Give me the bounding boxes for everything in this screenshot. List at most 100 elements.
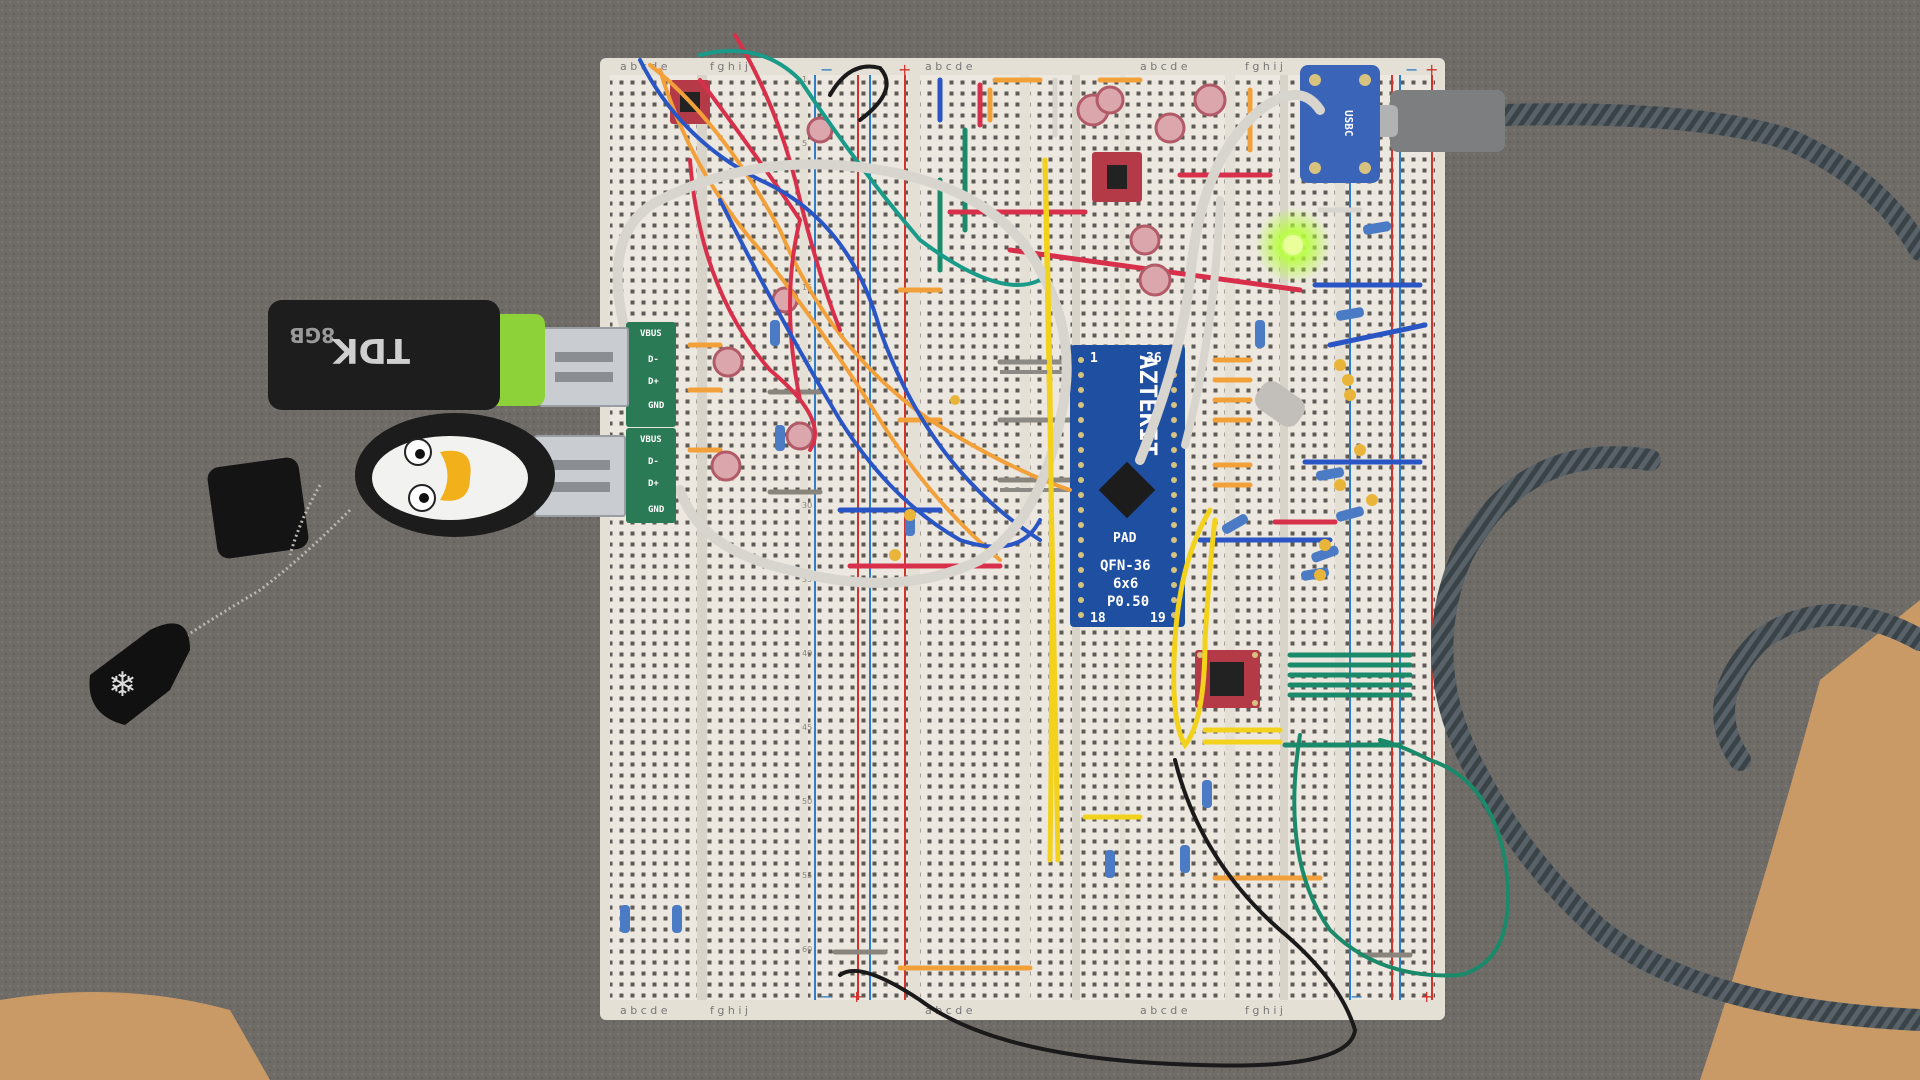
electrolytic-capacitor [712,346,744,378]
rail-minus-top-1: − [820,60,833,79]
resistor [672,905,682,933]
flying-wires [612,33,1510,1068]
resistor [770,320,780,346]
electrolytic-capacitor [1129,224,1161,256]
usb-label-vbus: VBUS [640,329,662,339]
resistor [1221,514,1249,534]
row-number: 55 [802,871,812,880]
usb-label-vbus: VBUS [640,435,662,445]
yellow-wire-long [1042,157,1055,863]
resistor [1311,545,1339,563]
column-letters-top-3: a b c d e [925,60,973,73]
green-wire-bottom [1292,733,1510,978]
power-rail-2 [1345,75,1435,1000]
breakout-pin-18: 18 [1090,611,1106,626]
column-letters-bottom-3: a b c d e [925,1004,973,1017]
orange-wire [658,68,1002,562]
capacitor [950,395,960,405]
tdk-flash-drive: 8GB TDK [268,300,545,410]
black-wire-bottom [838,758,1358,1068]
red-wire [688,158,817,452]
usb-c-cable [1431,103,1920,1031]
column-letters-bottom-1: a b c d e [620,1004,668,1017]
black-wire [828,64,889,122]
breakout-pin-19: 19 [1150,611,1166,626]
capacitor [1314,569,1326,581]
breakout-pitch: P0.50 [1107,594,1149,610]
blue-wire [638,58,1042,542]
breakout-pad-label: PAD [1113,531,1137,546]
row-number: 5 [802,139,807,148]
capacitor [1319,539,1331,551]
resistor [1180,845,1190,873]
usb-a-breakout-bottom: VBUS D- D+ GND [626,428,676,523]
crystal-oscillator [1255,381,1305,427]
red-wire [698,78,803,402]
resistor [1335,307,1365,321]
row-number: 50 [802,797,812,806]
electrolytic-capacitor [1193,83,1227,117]
rail-plus-bottom-1: + [850,987,863,1006]
usb-a-breakout-top: VBUS D- D+ GND [626,322,676,427]
orange-wire [648,63,1072,492]
capacitor [904,509,916,521]
usb-c-plug-housing [1390,90,1505,152]
resistor [1105,850,1115,878]
usb-c-label: USBC [1342,110,1355,137]
usb-label-dminus: D- [648,355,659,365]
usb-label-dminus: D- [648,457,659,467]
electrolytic-capacitor [785,421,815,451]
wood-corner-bottom-right [1700,600,1920,1080]
resistor [1202,780,1212,808]
rail-minus-bottom-1: − [820,987,833,1006]
penguin-beak [440,450,471,501]
rail-plus-top-2: + [1425,60,1438,79]
breakout-pin-36: 36 [1146,351,1162,366]
row-number: 35 [802,575,812,584]
usb-label-dplus: D+ [648,479,659,489]
snowflake-tag [89,623,190,725]
electrolytic-capacitor [1095,85,1125,115]
row-number: 10 [802,209,812,218]
row-number: 40 [802,649,812,658]
red-wire [733,33,842,332]
capacitor [1342,374,1354,386]
electrolytic-capacitor [1154,112,1186,144]
flash-drive-brand: TDK [331,330,410,370]
breakout-pin-1: 1 [1090,351,1098,366]
keychain: ❄ [89,457,352,725]
column-letters-top-2: f g h i j [710,60,748,73]
penguin-flash-drive [355,413,555,537]
usb-cap [207,457,309,559]
usb-label-gnd: GND [648,401,665,411]
capacitor [889,549,901,561]
bead-chain [179,508,352,642]
electrolytic-capacitor [1138,263,1172,297]
column-letters-bottom-2: f g h i j [710,1004,748,1017]
column-letters-top-5: f g h i j [1245,60,1283,73]
electrolytic-capacitor [710,450,742,482]
breakout-package: QFN-36 [1100,558,1151,574]
white-wire-loop [612,159,1072,588]
usb-a-connector-top [539,327,629,407]
column-letters-bottom-4: a b c d e [1140,1004,1188,1017]
capacitor [1344,389,1356,401]
row-number: 30 [802,501,812,510]
wood-corner-bottom-left [0,992,270,1080]
white-wire [1181,196,1224,449]
resistor [1315,467,1345,481]
rail-minus-top-2: − [1405,60,1418,79]
usb-label-dplus: D+ [648,377,659,387]
qfn-chip [1098,461,1156,519]
capacitor [1354,444,1366,456]
resistor [1255,320,1265,348]
resistor [775,425,785,451]
row-number: 1 [802,75,807,84]
breakout-size: 6x6 [1113,576,1138,592]
capacitor [1366,494,1378,506]
row-number: 60 [802,945,812,954]
electrolytic-capacitors [710,83,1227,482]
resistor [620,905,630,933]
white-wire-loop [1135,90,1325,465]
yellow-wire-loop [1171,507,1218,750]
